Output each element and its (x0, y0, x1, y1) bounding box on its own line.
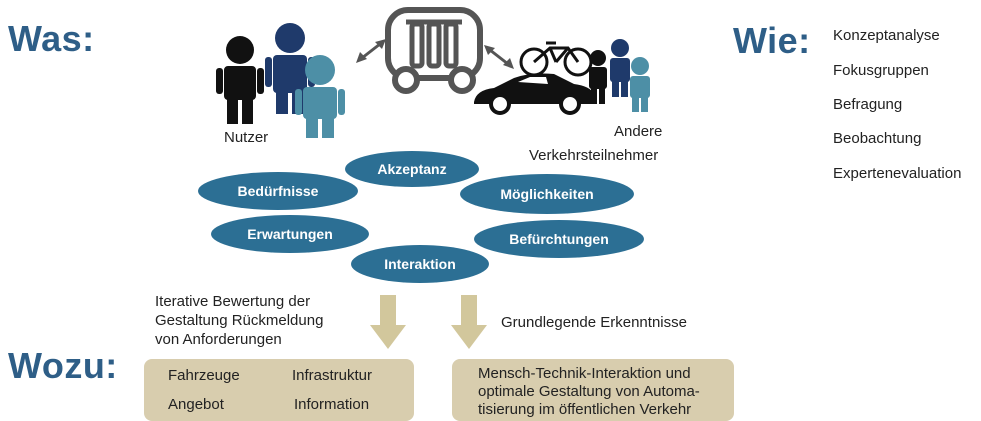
automated-vehicle-icon (385, 7, 483, 94)
heading-wozu: Wozu: (8, 345, 118, 386)
left-outcome-box: Fahrzeuge Infrastruktur Angebot Informat… (144, 359, 414, 421)
box-item: Angebot (168, 396, 224, 413)
box-line: tisierung im öffentlichen Verkehr (478, 401, 692, 418)
method-item: Fokusgruppen (833, 62, 929, 79)
down-arrow-icon (451, 295, 487, 349)
topic-moeglichkeiten: Möglichkeiten (460, 174, 634, 214)
double-arrow-icon (484, 45, 514, 69)
method-item: Beobachtung (833, 130, 922, 147)
other-road-users-icon (474, 39, 650, 115)
method-item: Befragung (833, 96, 903, 113)
users-group-icon (216, 23, 345, 138)
users-label: Nutzer (224, 129, 269, 146)
method-item: Expertenevaluation (833, 165, 962, 182)
right-caption: Grundlegende Erkenntnisse (501, 314, 687, 331)
box-item: Infrastruktur (292, 367, 373, 384)
other-road-users-label-line2: Verkehrsteilnehmer (529, 147, 659, 164)
box-line: Mensch-Technik-Interaktion und (478, 365, 691, 382)
heading-was: Was: (8, 18, 95, 59)
topic-interaktion: Interaktion (351, 245, 489, 283)
down-arrow-icon (370, 295, 406, 349)
left-caption-line: Gestaltung Rückmeldung (155, 312, 324, 329)
heading-wie: Wie: (733, 20, 811, 61)
box-item: Information (294, 396, 370, 413)
right-outcome-box: Mensch-Technik-Interaktion und optimale … (452, 359, 734, 421)
topic-beduerfnisse: Bedürfnisse (198, 172, 358, 210)
topic-akzeptanz: Akzeptanz (345, 151, 479, 187)
left-caption-line: von Anforderungen (155, 331, 282, 348)
topic-erwartungen: Erwartungen (211, 215, 369, 253)
box-item: Fahrzeuge (168, 367, 240, 384)
double-arrow-icon (356, 39, 386, 63)
left-caption-line: Iterative Bewertung der (155, 293, 311, 310)
topic-befuerchtungen: Befürchtungen (474, 220, 644, 258)
other-road-users-label-line1: Andere (614, 123, 663, 140)
method-item: Konzeptanalyse (833, 27, 940, 44)
box-line: optimale Gestaltung von Automa- (478, 383, 700, 400)
